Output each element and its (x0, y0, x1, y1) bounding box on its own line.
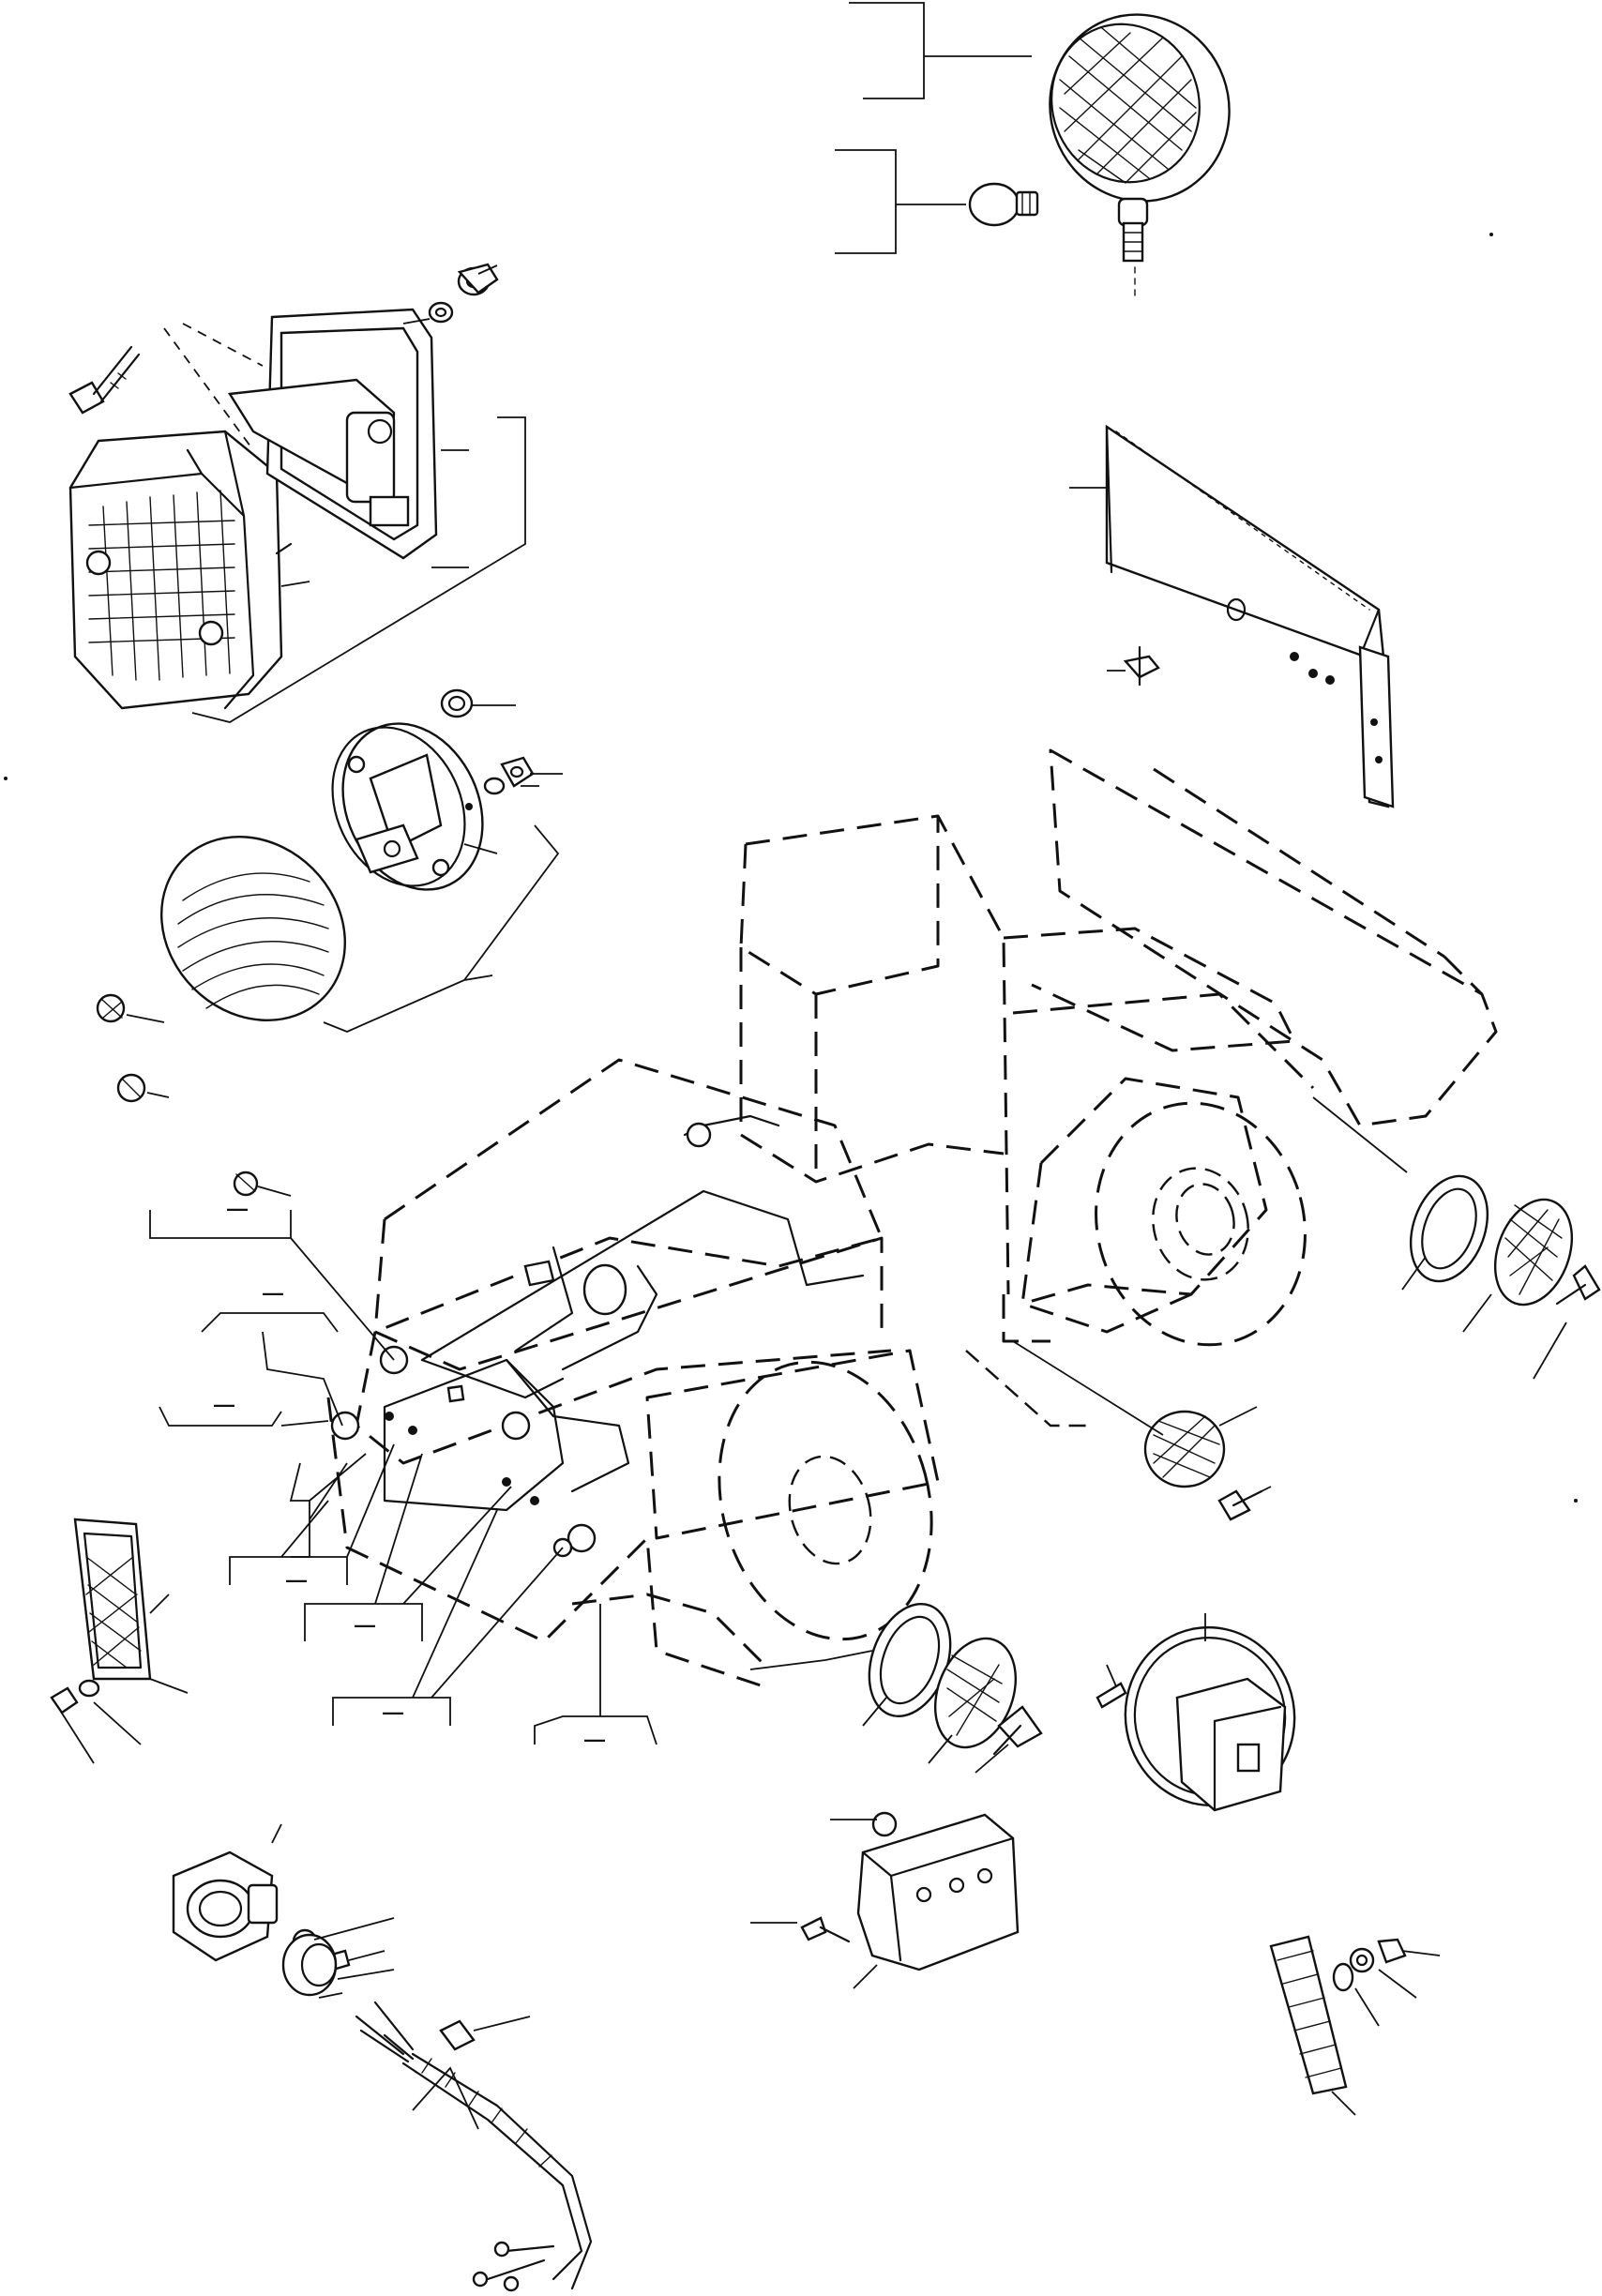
number-plate-bracket (1105, 424, 1395, 808)
leader-line (1331, 1950, 1441, 2116)
leader-line (1069, 487, 1126, 672)
callout-bracket (191, 416, 526, 723)
nut-washer (428, 263, 499, 324)
margin-dot (4, 777, 8, 780)
reflector-round (1143, 1410, 1263, 1521)
leader-line (1012, 1340, 1272, 1492)
callout-bracket (835, 149, 966, 254)
leader-line (271, 1823, 395, 1999)
leader-line (862, 1697, 1009, 1774)
leader-line (750, 1819, 878, 1989)
nuts (440, 688, 535, 795)
callout-label: — (214, 1393, 234, 1416)
leader-line (182, 323, 264, 367)
main-wiring-harness (330, 1114, 865, 1558)
callout-label: — (355, 1613, 375, 1637)
leader-line (163, 327, 254, 451)
round-lamp-lens (160, 836, 346, 1021)
bulbs (96, 993, 259, 1197)
callout-label: — (227, 1197, 248, 1220)
trailer-harness (355, 2001, 593, 2292)
side-lamp-right (1409, 1174, 1601, 1307)
rectangular-reflector-left (50, 1518, 152, 1714)
leader-line (60, 1594, 189, 1764)
leader-line (1106, 1613, 1206, 1687)
trailer-socket (172, 1850, 351, 1997)
callout-label: — (584, 1728, 605, 1751)
rear-lamp-lower (868, 1602, 1043, 1756)
leader-line (126, 1014, 292, 1197)
callout-label: — (263, 1281, 283, 1305)
number-plate-lamp (800, 1811, 1020, 1971)
leader-line (412, 2016, 531, 2130)
leader-line (463, 704, 563, 854)
margin-dot (1574, 1499, 1578, 1503)
tail-lamp-housing (227, 308, 438, 560)
bolt (68, 345, 141, 415)
machine-outline (326, 748, 1498, 1690)
work-lamp (1049, 13, 1231, 301)
work-lamp-bulb (968, 182, 1039, 227)
leader-line (280, 264, 498, 587)
callout-brackets-left (149, 1210, 873, 1745)
plate-screw (1123, 645, 1160, 687)
round-lamp-base (331, 722, 484, 891)
callout-labels: — — — — — — — (214, 1197, 605, 1751)
callout-bracket (849, 2, 1032, 99)
callout-label: — (383, 1700, 403, 1724)
rectangular-reflector-right (1269, 1935, 1407, 2095)
square-tail-lamp (68, 430, 293, 710)
margin-dot (1489, 233, 1493, 236)
beacon-lamp (1096, 1625, 1296, 1812)
leader-line (1312, 1096, 1567, 1380)
callout-bracket (323, 824, 560, 1033)
callout-label: — (286, 1568, 307, 1592)
